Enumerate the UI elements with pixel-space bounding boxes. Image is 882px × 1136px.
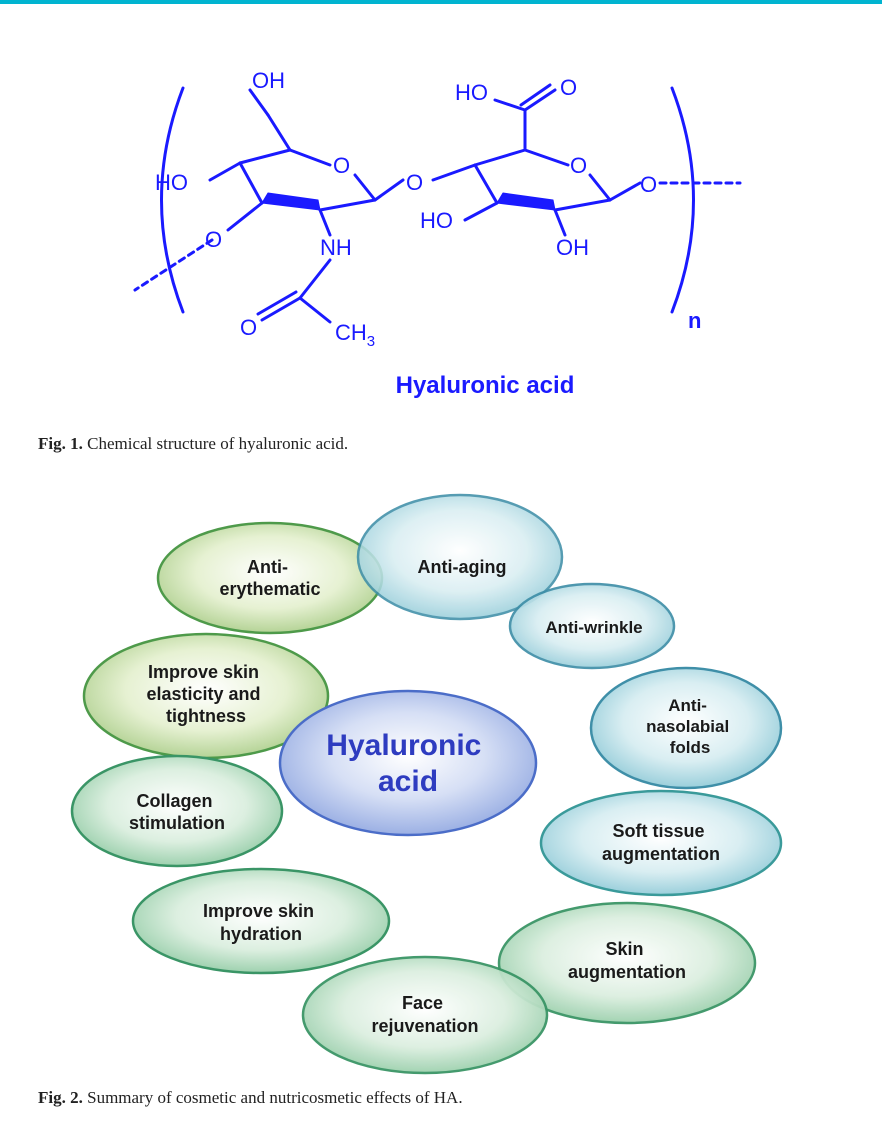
figure-2-caption: Fig. 2. Summary of cosmetic and nutricos… xyxy=(38,1088,463,1107)
label-carbonyl-o: O xyxy=(240,315,257,340)
effect-ellipse-anti-wrinkle xyxy=(508,582,676,670)
effect-label-anti-wrinkle: Anti-wrinkle xyxy=(545,618,642,637)
top-accent-bar xyxy=(0,0,882,4)
effect-ellipse-anti-aging xyxy=(356,493,564,621)
effect-label-face-rejuvenation: Face rejuvenation xyxy=(371,993,478,1036)
label-oh-top: OH xyxy=(252,68,285,93)
effect-label-anti-erythematic: Anti- erythematic xyxy=(219,557,320,599)
effect-ellipse-nasolabial xyxy=(589,666,783,790)
effect-ellipse-collagen xyxy=(70,754,284,868)
label-o-right: O xyxy=(640,172,657,197)
effects-diagram: Hyaluronic acid Anti- erythematic Anti-a… xyxy=(70,493,783,1075)
effect-ellipse-hydration xyxy=(131,867,391,975)
label-ho-acid: HO xyxy=(455,80,488,105)
structure-title: Hyaluronic acid xyxy=(396,372,575,399)
figure-2-effects-diagram: Hyaluronic acid Anti- erythematic Anti-a… xyxy=(0,485,882,1075)
center-label: Hyaluronic acid xyxy=(326,729,489,798)
label-o-left: O xyxy=(205,227,222,252)
effect-label-skin-augmentation: Skin augmentation xyxy=(568,939,686,982)
label-ring-o-2: O xyxy=(570,153,587,178)
label-ho-left: HO xyxy=(155,170,188,195)
label-oh-ring-2: OH xyxy=(556,235,589,260)
effect-ellipse-skin-augmentation xyxy=(497,901,757,1025)
left-bracket xyxy=(160,86,185,314)
effect-ellipse-face-rejuvenation xyxy=(301,955,549,1075)
figure-1-chemical-structure: OH HO O O NH O O CH3 HO O O O HO OH n Hy… xyxy=(0,50,882,410)
label-ch3: CH3 xyxy=(335,320,375,350)
label-n: n xyxy=(688,308,701,333)
effect-label-hydration: Improve skin hydration xyxy=(203,901,319,944)
effect-label-soft-tissue: Soft tissue augmentation xyxy=(602,821,720,864)
effect-ellipse-soft-tissue xyxy=(539,789,783,897)
label-bridge-o: O xyxy=(406,170,423,195)
label-ring-o-1: O xyxy=(333,153,350,178)
label-ho-ring-2: HO xyxy=(420,208,453,233)
label-nh: NH xyxy=(320,235,352,260)
effect-label-nasolabial: Anti- nasolabial folds xyxy=(646,696,734,757)
hyaluronic-acid-structure: OH HO O O NH O O CH3 HO O O O HO OH n Hy… xyxy=(133,68,742,399)
effect-label-anti-aging: Anti-aging xyxy=(418,557,507,577)
right-bracket xyxy=(670,86,695,314)
label-acid-o: O xyxy=(560,75,577,100)
figure-1-caption: Fig. 1. Chemical structure of hyaluronic… xyxy=(38,434,349,453)
center-ellipse-hyaluronic-acid xyxy=(278,689,538,837)
effect-label-skin-elasticity: Improve skin elasticity and tightness xyxy=(146,662,265,726)
effect-ellipse-anti-erythematic xyxy=(156,521,384,635)
effect-label-collagen: Collagen stimulation xyxy=(129,791,225,833)
